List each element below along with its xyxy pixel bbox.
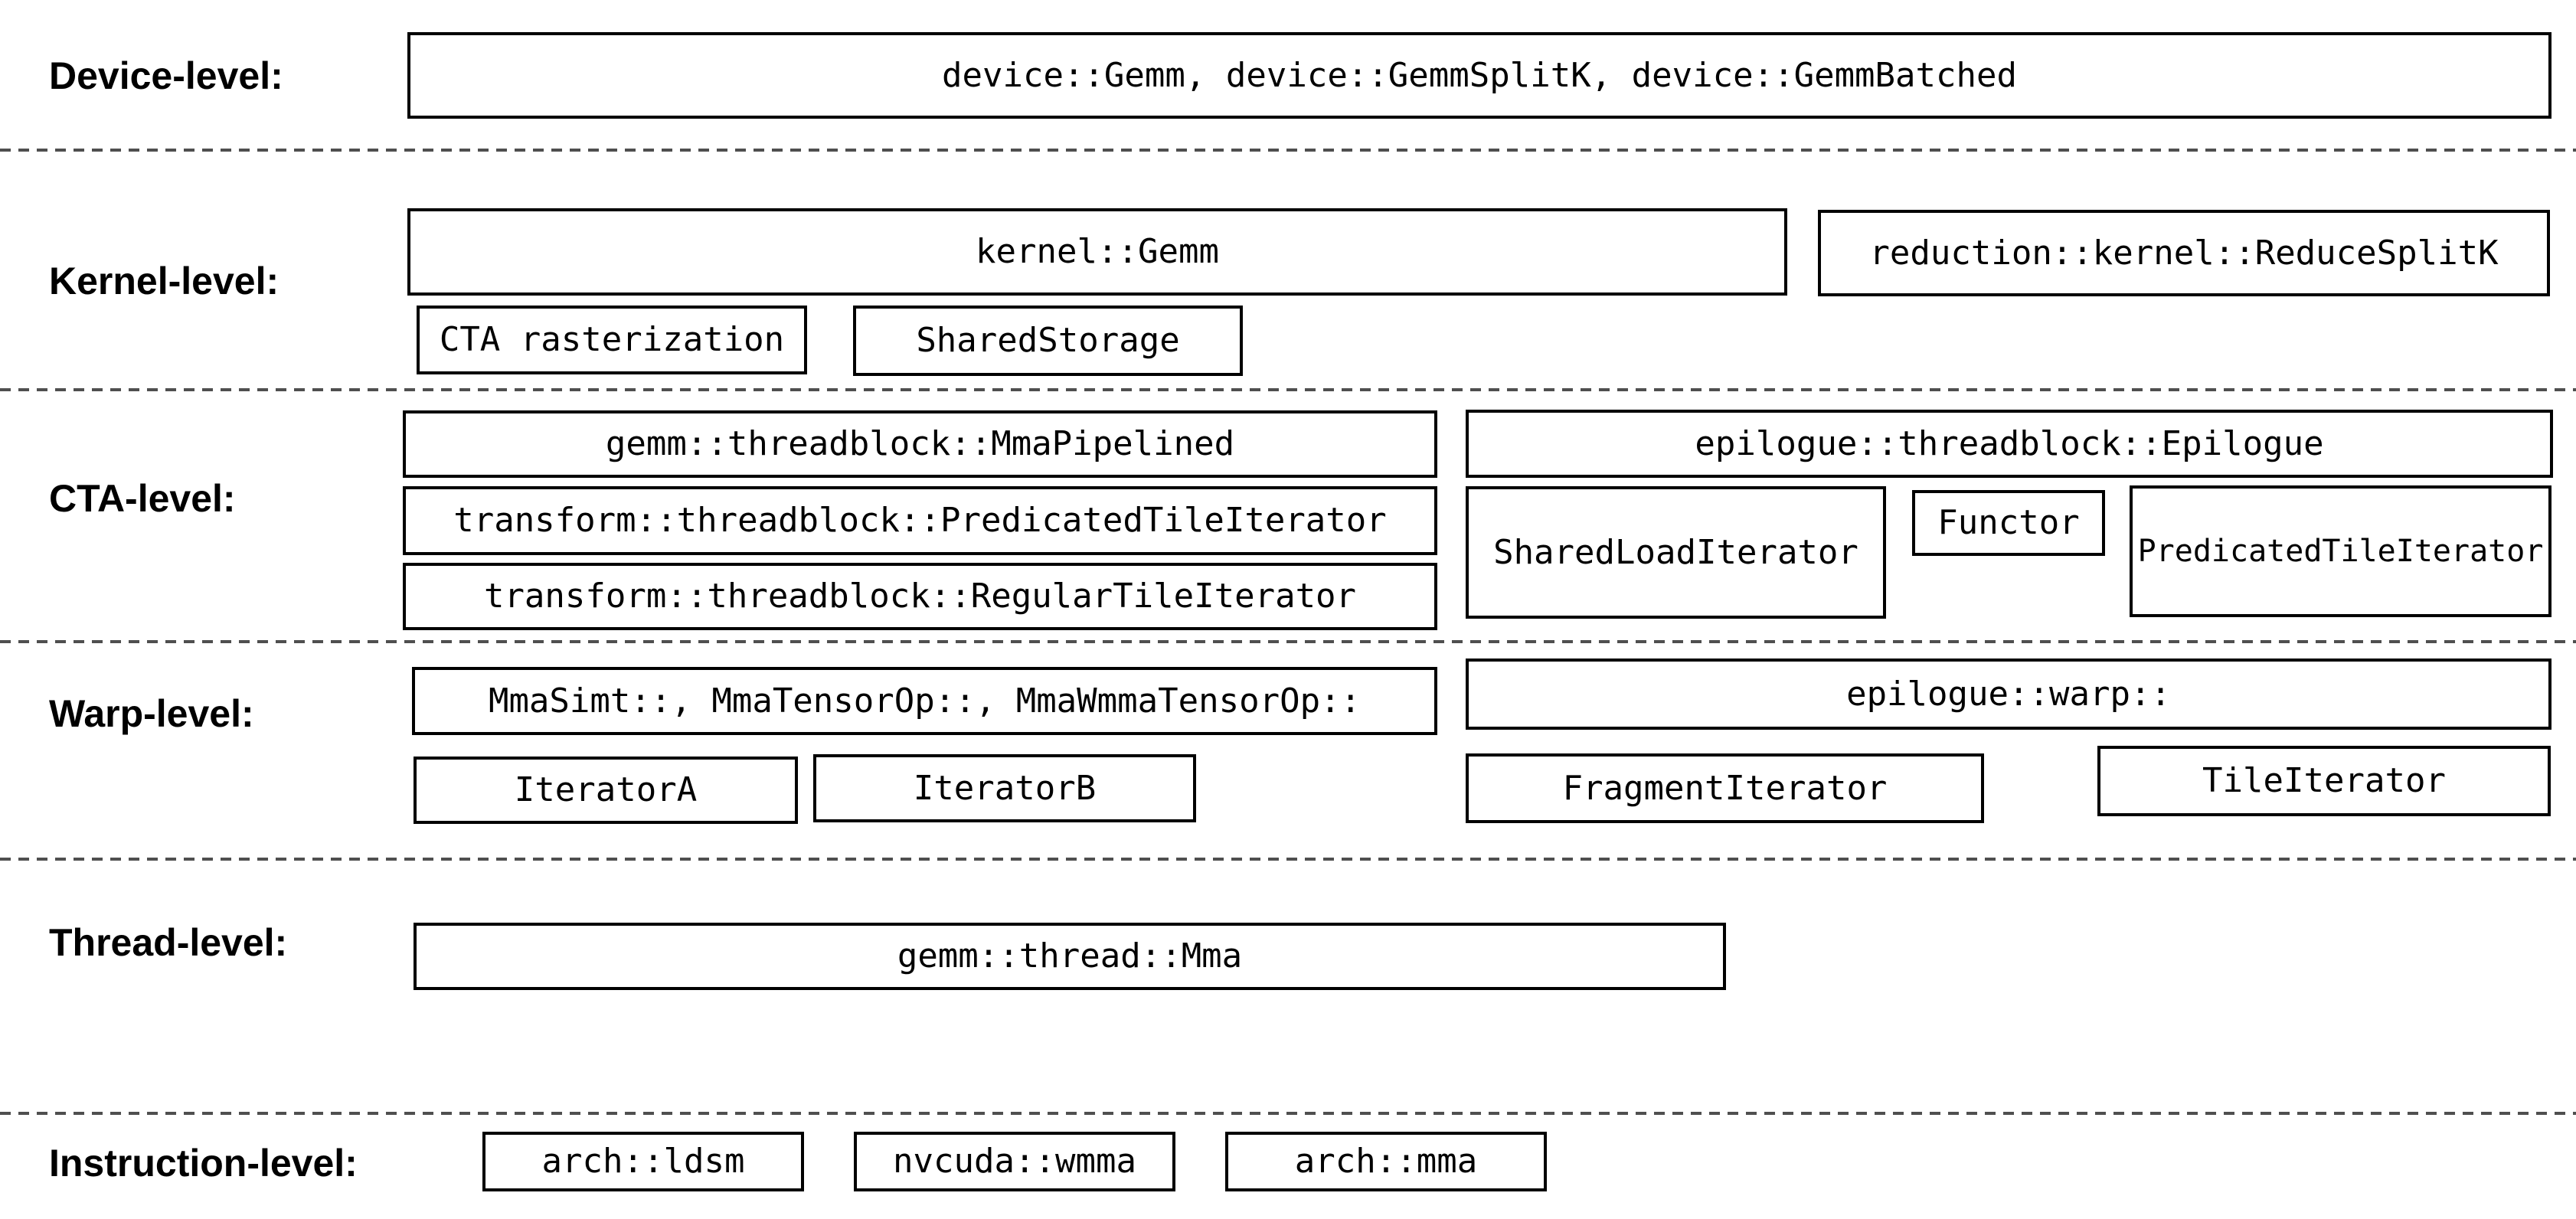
reduction-kernel-reduce-splitk-box: reduction::kernel::ReduceSplitK [1818,210,2550,296]
warp-iterator-a-box: IteratorA [414,757,798,824]
cta-mma-pipelined-box: gemm::threadblock::MmaPipelined [403,410,1437,478]
separator-device-kernel [0,149,2576,152]
cta-shared-load-iterator-box: SharedLoadIterator [1466,486,1886,619]
thread-level-label: Thread-level: [49,921,288,964]
warp-fragment-iterator-box: FragmentIterator [1466,753,1984,823]
cta-level-label: CTA-level: [49,477,236,520]
cta-predicated-tile-iterator-box: transform::threadblock::PredicatedTileIt… [403,486,1437,555]
warp-mma-box: MmaSimt::, MmaTensorOp::, MmaWmmaTensorO… [412,667,1437,735]
separator-warp-thread [0,858,2576,861]
instruction-level-label: Instruction-level: [49,1142,358,1185]
cta-epilogue-predicated-tile-iterator-box: PredicatedTileIterator [2130,485,2551,617]
cta-rasterization-box: CTA rasterization [417,306,807,374]
thread-gemm-mma-box: gemm::thread::Mma [414,923,1726,990]
separator-thread-instruction [0,1112,2576,1115]
cta-functor-box: Functor [1912,490,2105,556]
warp-epilogue-box: epilogue::warp:: [1466,659,2551,730]
device-level-label: Device-level: [49,54,283,97]
warp-level-label: Warp-level: [49,692,254,735]
instruction-nvcuda-wmma-box: nvcuda::wmma [854,1132,1175,1191]
separator-cta-warp [0,640,2576,643]
instruction-arch-mma-box: arch::mma [1225,1132,1547,1191]
kernel-gemm-box: kernel::Gemm [407,208,1787,296]
warp-tile-iterator-box: TileIterator [2097,746,2551,816]
device-gemm-box: device::Gemm, device::GemmSplitK, device… [407,32,2551,119]
warp-iterator-b-box: IteratorB [813,754,1196,822]
shared-storage-box: SharedStorage [853,306,1243,376]
cta-regular-tile-iterator-box: transform::threadblock::RegularTileItera… [403,563,1437,630]
separator-kernel-cta [0,388,2576,391]
kernel-level-label: Kernel-level: [49,260,280,302]
instruction-arch-ldsm-box: arch::ldsm [482,1132,804,1191]
cta-epilogue-box: epilogue::threadblock::Epilogue [1466,410,2553,478]
